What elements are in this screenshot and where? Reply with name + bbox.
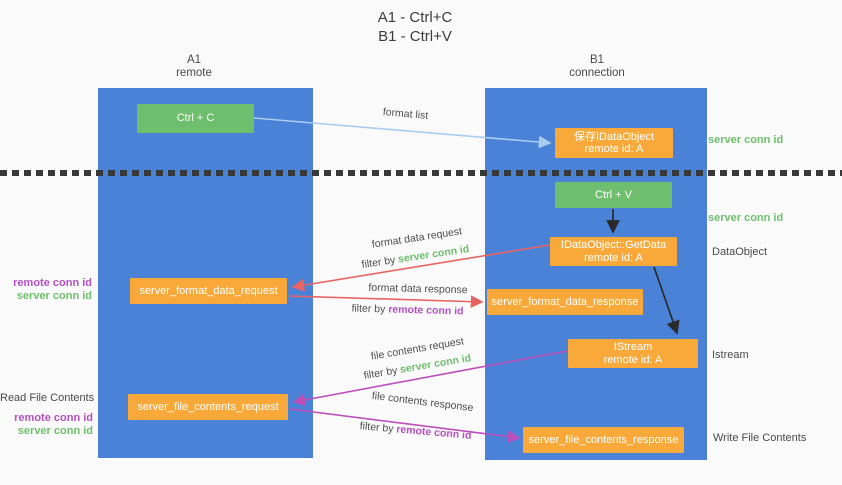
- annotation-istream: Istream: [712, 349, 749, 361]
- annotation-conn-ids-file: remote conn id server conn id: [0, 412, 93, 437]
- node-istream: IStream remote id: A: [568, 339, 698, 368]
- node-server-file-contents-response: server_file_contents_response: [523, 427, 684, 453]
- lane-header-a1: A1 remote: [134, 54, 254, 80]
- lane-b1-subtitle: connection: [569, 67, 625, 79]
- node-server-file-contents-response-label: server_file_contents_response: [528, 433, 679, 446]
- annotation-server-conn-id-1: server conn id: [16, 289, 92, 302]
- filter-prefix: filter by: [359, 420, 394, 436]
- lane-a1-subtitle: remote: [176, 67, 212, 79]
- node-server-format-data-response-label: server_format_data_response: [491, 295, 639, 308]
- title-line-1: A1 - Ctrl+C: [377, 9, 453, 26]
- node-idataobject-getdata-line2: remote id: A: [584, 251, 643, 264]
- node-ctrl-v-label: Ctrl + V: [595, 188, 632, 201]
- label-format-list: format list: [382, 106, 429, 122]
- node-save-idataobject: 保存IDataObject remote id: A: [555, 128, 673, 158]
- node-server-format-data-request-label: server_format_data_request: [139, 284, 278, 297]
- node-istream-line2: remote id: A: [603, 353, 663, 366]
- node-ctrl-c-label: Ctrl + C: [176, 112, 215, 125]
- annotation-remote-conn-id-1: remote conn id: [13, 277, 92, 289]
- annotation-server-conn-id-top: server conn id: [708, 134, 784, 146]
- node-save-idataobject-line1: 保存IDataObject: [573, 130, 655, 143]
- title-line-2: B1 - Ctrl+V: [378, 28, 452, 45]
- diagram-title: A1 - Ctrl+C B1 - Ctrl+V: [330, 8, 500, 46]
- lane-a1-name: A1: [186, 54, 202, 66]
- annotation-read-file-contents: Read File Contents: [0, 392, 95, 404]
- label-filter-file-response: filter by remote conn id: [348, 419, 484, 444]
- filter-prefix: filter by: [351, 302, 386, 316]
- label-format-data-response: format data response: [368, 281, 468, 297]
- annotation-server-conn-id-mid: server conn id: [708, 212, 784, 224]
- annotation-dataobject: DataObject: [712, 246, 768, 258]
- annotation-conn-ids-format: remote conn id server conn id: [0, 277, 92, 302]
- filter-key-remote-conn-id: remote conn id: [388, 303, 464, 318]
- node-istream-line1: IStream: [613, 341, 653, 353]
- node-idataobject-getdata-line1: IDataObject::GetData: [560, 239, 667, 251]
- node-idataobject-getdata: IDataObject::GetData remote id: A: [550, 237, 677, 266]
- filter-key-server-conn-id: server conn id: [397, 243, 470, 266]
- node-server-file-contents-request-label: server_file_contents_request: [137, 400, 279, 413]
- filter-key-remote-conn-id: remote conn id: [395, 423, 472, 442]
- node-server-file-contents-request: server_file_contents_request: [128, 394, 288, 420]
- node-ctrl-c: Ctrl + C: [137, 104, 254, 133]
- node-server-format-data-request: server_format_data_request: [130, 278, 287, 304]
- node-ctrl-v: Ctrl + V: [555, 182, 672, 208]
- label-file-contents-response: file contents response: [371, 389, 474, 415]
- node-save-idataobject-line2: remote id: A: [584, 143, 644, 155]
- label-filter-format-response: filter by remote conn id: [340, 302, 475, 319]
- node-server-format-data-response: server_format_data_response: [487, 289, 643, 315]
- annotation-remote-conn-id-2: remote conn id: [14, 412, 93, 424]
- lane-b1-name: B1: [589, 54, 605, 66]
- lane-header-b1: B1 connection: [537, 54, 657, 80]
- filter-prefix: filter by: [360, 254, 397, 271]
- annotation-write-file-contents: Write File Contents: [713, 432, 807, 444]
- filter-prefix: filter by: [362, 364, 399, 382]
- annotation-server-conn-id-2: server conn id: [17, 424, 93, 437]
- session-divider-dotted-line: [0, 170, 842, 176]
